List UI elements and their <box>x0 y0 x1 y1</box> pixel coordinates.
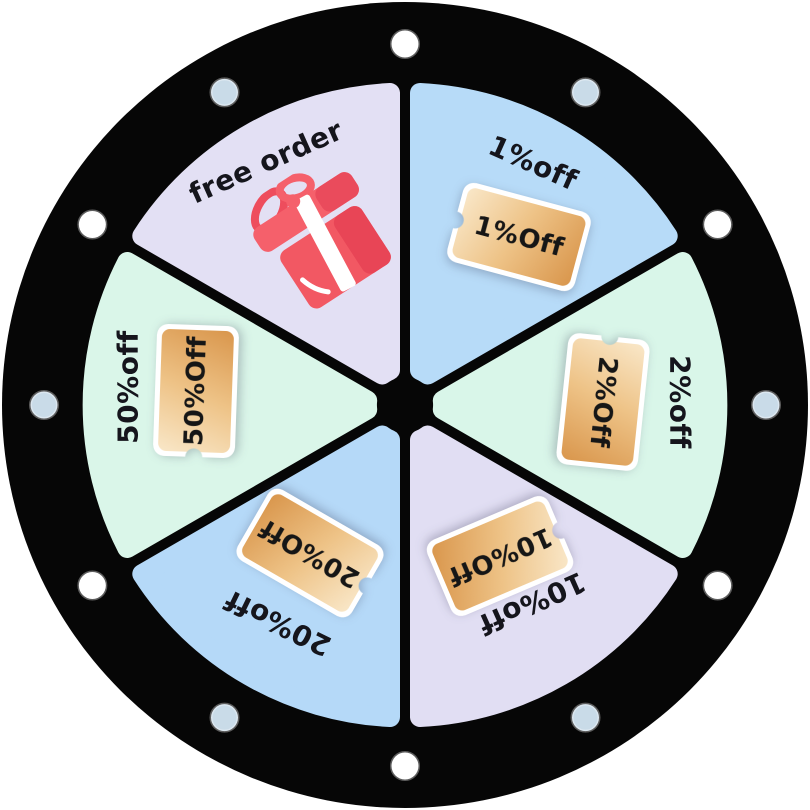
ring-light-dot <box>570 77 601 108</box>
ticket-body: 2%Off <box>555 332 651 472</box>
ticket-text: 10%Off <box>443 520 557 592</box>
ticket-text: 1%Off <box>470 210 568 264</box>
ring-light-dot <box>390 29 420 59</box>
gift-icon <box>250 172 391 309</box>
ring-light-dot <box>751 390 781 420</box>
ticket-text: 2%Off <box>583 354 623 450</box>
ticket-2-off: 2%Off <box>555 332 651 472</box>
ring-light-dot <box>702 209 733 240</box>
ring-light-dot <box>209 702 240 733</box>
ring-light-dot <box>77 570 108 601</box>
segment-label-50-off: 50%off <box>111 330 145 444</box>
ring-light-dot <box>209 77 240 108</box>
segment-label-2-off: 2%off <box>663 355 697 449</box>
ring-light-dot <box>702 570 733 601</box>
ticket-text: 50%Off <box>179 335 213 447</box>
ring-light-dot <box>390 751 420 781</box>
ticket-body: 50%Off <box>152 323 240 459</box>
ring-light-dot <box>29 390 59 420</box>
ring-light-dot <box>77 209 108 240</box>
segment-20-off[interactable] <box>132 425 400 727</box>
ring-light-dot <box>570 702 601 733</box>
ticket-50-off: 50%Off <box>152 323 240 459</box>
